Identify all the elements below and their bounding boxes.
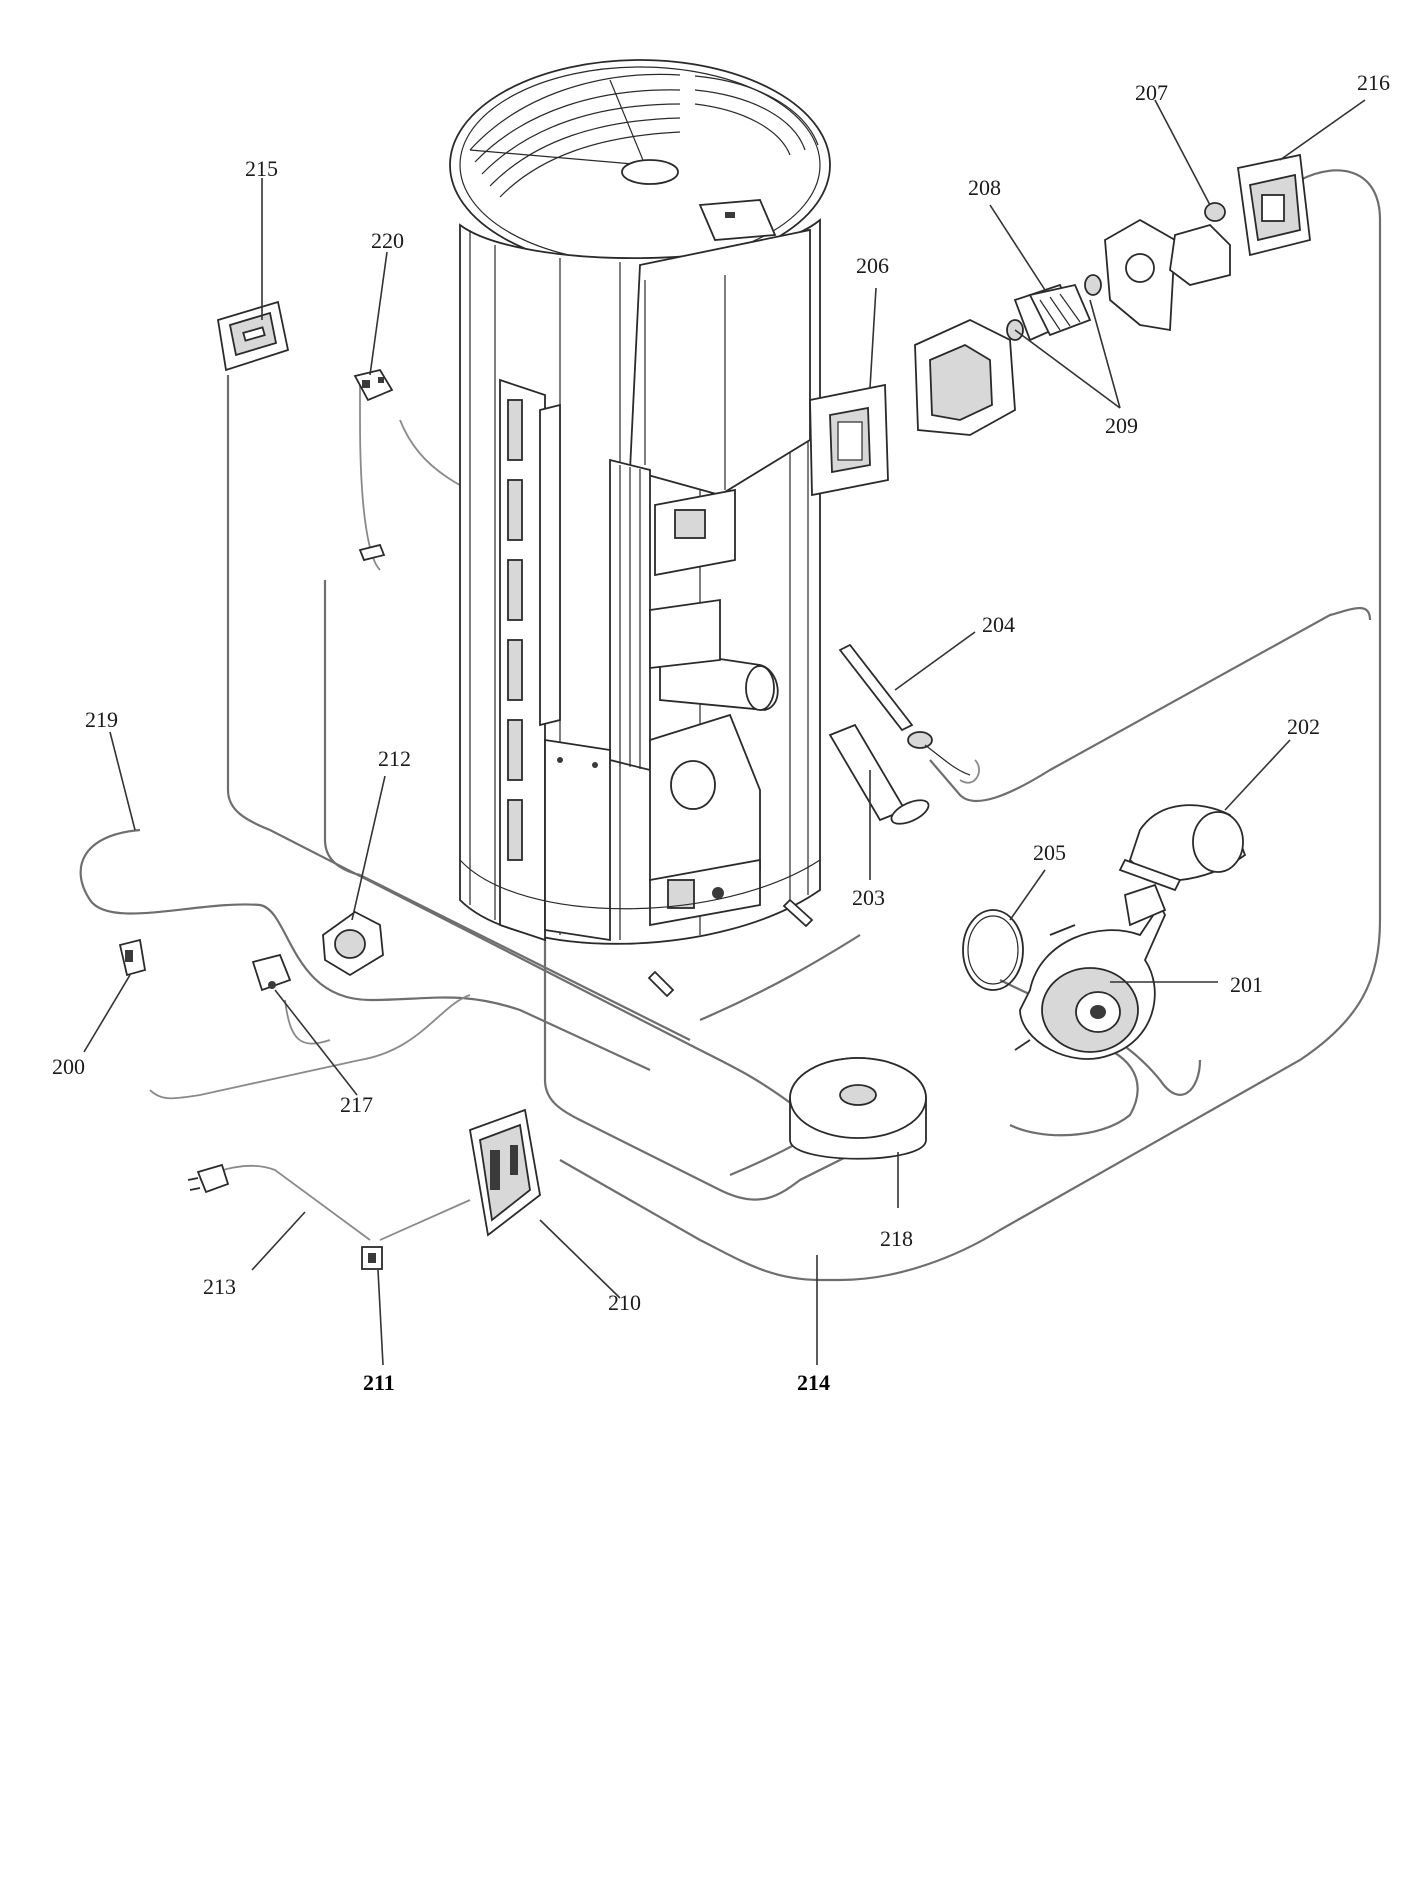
part-204-rod — [838, 643, 971, 776]
top-grille-slots — [469, 73, 819, 198]
part-211-sensor — [361, 1246, 383, 1270]
label-202: 202 — [1287, 714, 1320, 739]
label-203: 203 — [852, 885, 885, 910]
label-216: 216 — [1357, 70, 1390, 95]
small-probes — [358, 543, 814, 998]
water-heater-cabinet — [449, 59, 831, 945]
part-207-fitting — [1169, 202, 1231, 286]
strip-slots — [507, 399, 523, 861]
part-218-drain-pan — [789, 1057, 927, 1160]
part-210-control-module — [468, 1108, 541, 1237]
part-shield-plate — [1104, 218, 1176, 332]
label-212: 212 — [378, 746, 411, 771]
label-214: 214 — [797, 1370, 830, 1395]
label-209: 209 — [1105, 413, 1138, 438]
label-217: 217 — [340, 1092, 373, 1117]
label-201: 201 — [1230, 972, 1263, 997]
label-219: 219 — [85, 707, 118, 732]
label-206: 206 — [856, 253, 889, 278]
part-220-sensor — [353, 368, 394, 402]
part-216-valve — [1236, 153, 1311, 257]
label-208: 208 — [968, 175, 1001, 200]
label-204: 204 — [982, 612, 1015, 637]
part-212-pressure-switch — [322, 910, 384, 977]
part-213-power-plug — [187, 1163, 230, 1194]
label-210: 210 — [608, 1290, 641, 1315]
part-217-switch — [251, 953, 292, 992]
label-207: 207 — [1135, 80, 1168, 105]
part-206-gasket — [809, 383, 889, 497]
label-218: 218 — [880, 1226, 913, 1251]
part-215-bezel — [216, 300, 290, 372]
part-202-elbow — [1118, 804, 1247, 892]
leader-lines — [83, 99, 1366, 1366]
part-205-gasket-ring — [962, 909, 1024, 991]
label-211: 211 — [363, 1370, 395, 1395]
part-200-sensor — [118, 938, 147, 977]
part-203-tube — [828, 723, 930, 825]
label-220: 220 — [371, 228, 404, 253]
label-215: 215 — [245, 156, 278, 181]
label-205: 205 — [1033, 840, 1066, 865]
part-labels: 215 220 206 207 216 208 209 204 202 219 … — [52, 70, 1390, 1395]
label-213: 213 — [203, 1274, 236, 1299]
part-201-blower — [1014, 883, 1167, 1060]
label-200: 200 — [52, 1054, 85, 1079]
